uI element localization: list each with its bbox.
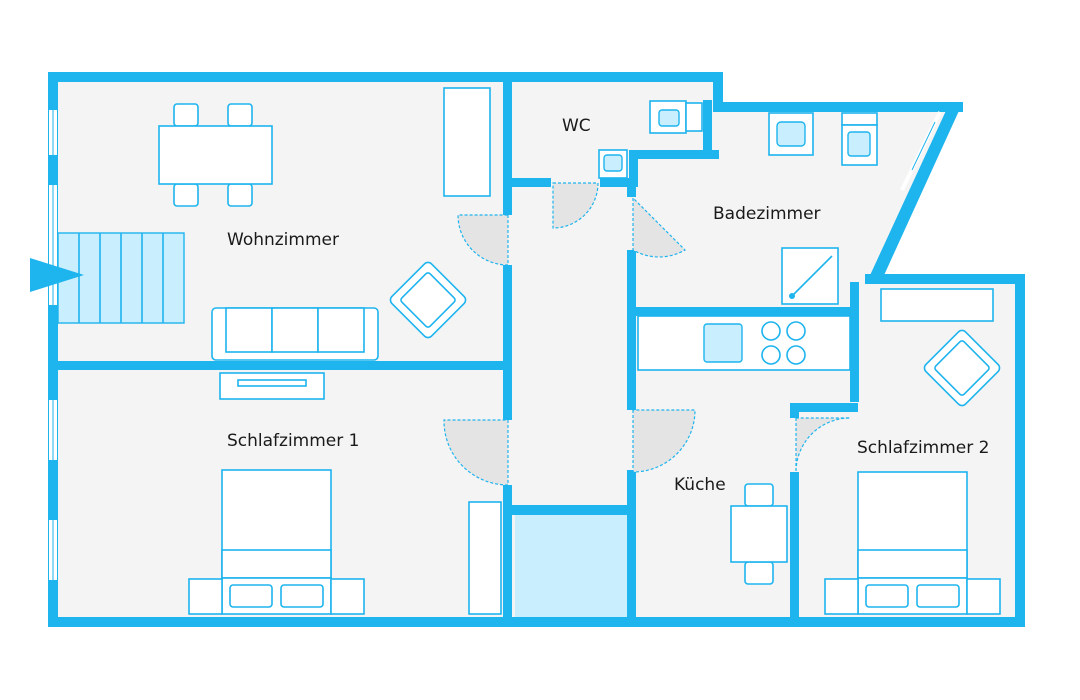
- door-schlafzimmer1: [443, 419, 509, 486]
- dining-set: [158, 103, 273, 207]
- wc-fixtures: [598, 100, 703, 179]
- sideboard: [443, 87, 491, 197]
- bed-schlafzimmer2: [824, 471, 1001, 615]
- armchair: [389, 261, 467, 339]
- bath-fixtures: [768, 112, 878, 305]
- door-kueche: [632, 409, 696, 473]
- armchair-schlafzimmer2: [923, 329, 1001, 407]
- door-schlafzimmer2: [795, 417, 851, 473]
- doors: [443, 182, 851, 486]
- room-label-wc: WC: [562, 116, 591, 136]
- room-label-schlafzimmer2: Schlafzimmer 2: [857, 438, 989, 458]
- room-label-schlafzimmer1: Schlafzimmer 1: [227, 431, 359, 451]
- sofa: [211, 307, 379, 361]
- wardrobe-schlafzimmer1: [468, 501, 502, 615]
- entrance-arrow-icon: [30, 258, 84, 292]
- kitchen-table: [730, 483, 788, 585]
- door-wohnzimmer: [457, 214, 509, 266]
- windows: [49, 110, 942, 580]
- tv-unit: [219, 372, 325, 400]
- kitchen-counter: [637, 315, 851, 371]
- room-label-wohnzimmer: Wohnzimmer: [227, 230, 339, 250]
- bed-schlafzimmer1: [188, 469, 365, 615]
- room-label-badezimmer: Badezimmer: [713, 204, 821, 224]
- inner-walls: [50, 75, 859, 620]
- room-label-kueche: Küche: [674, 475, 726, 495]
- door-bad: [632, 196, 686, 258]
- storage-room: [515, 515, 629, 617]
- door-wc: [552, 182, 599, 229]
- staircase: [57, 232, 185, 324]
- outer-walls: [48, 72, 1025, 627]
- shelf-schlafzimmer2: [880, 288, 994, 322]
